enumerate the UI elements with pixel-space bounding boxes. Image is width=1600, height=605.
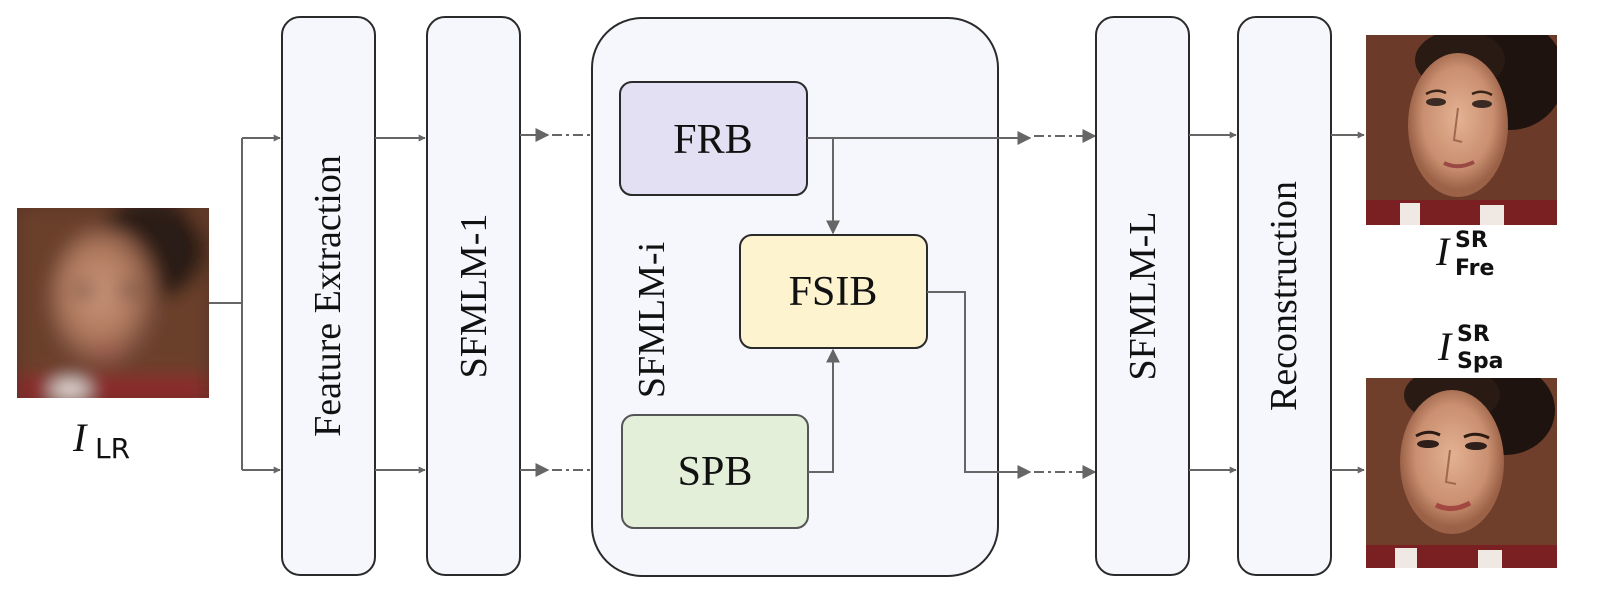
svg-text:SR: SR	[1457, 322, 1490, 347]
sfmlm-l-label: SFMLM-L	[1122, 212, 1164, 381]
reconstruction-label: Reconstruction	[1263, 181, 1305, 411]
frb-block: FRB	[619, 81, 808, 196]
fsib-block: FSIB	[739, 234, 928, 349]
sfmlm-l-module: SFMLM-L	[1095, 16, 1190, 576]
output-spa-image	[1366, 378, 1557, 568]
feature-extraction-module: Feature Extraction	[281, 16, 376, 576]
svg-text:Spa: Spa	[1457, 349, 1503, 374]
sfmlm-1-module: SFMLM-1	[426, 16, 521, 576]
sfmlmL-to-recon-arrows	[1189, 131, 1237, 474]
fsib-label: FSIB	[789, 269, 878, 315]
feature-extraction-label: Feature Extraction	[307, 155, 349, 437]
output-spa-label: I SR Spa	[1437, 322, 1503, 374]
i-to-sfmlmL-arrows	[1010, 129, 1097, 479]
sfmlm-i-internal-connectors	[807, 137, 1010, 473]
svg-text:LR: LR	[95, 432, 130, 465]
output-fre-image	[1366, 35, 1557, 225]
sfmlm-1-label: SFMLM-1	[453, 214, 495, 379]
input-lr-label: I LR	[72, 415, 130, 465]
svg-text:Fre: Fre	[1455, 256, 1494, 281]
sfmlm-i-label: SFMLM-i	[631, 242, 673, 398]
svg-text:I: I	[1435, 229, 1451, 274]
recon-to-output-arrows	[1331, 131, 1365, 474]
svg-text:SR: SR	[1455, 228, 1488, 253]
input-lr-image	[17, 208, 209, 398]
frb-label: FRB	[673, 117, 752, 163]
reconstruction-module: Reconstruction	[1237, 16, 1332, 576]
spb-label: SPB	[678, 449, 753, 495]
svg-text:I: I	[72, 415, 88, 460]
fe-to-sfmlm1-arrows	[375, 134, 426, 474]
spb-block: SPB	[621, 414, 809, 529]
input-connectors	[209, 134, 281, 474]
output-fre-label: I SR Fre	[1435, 228, 1494, 281]
svg-text:I: I	[1437, 324, 1453, 369]
